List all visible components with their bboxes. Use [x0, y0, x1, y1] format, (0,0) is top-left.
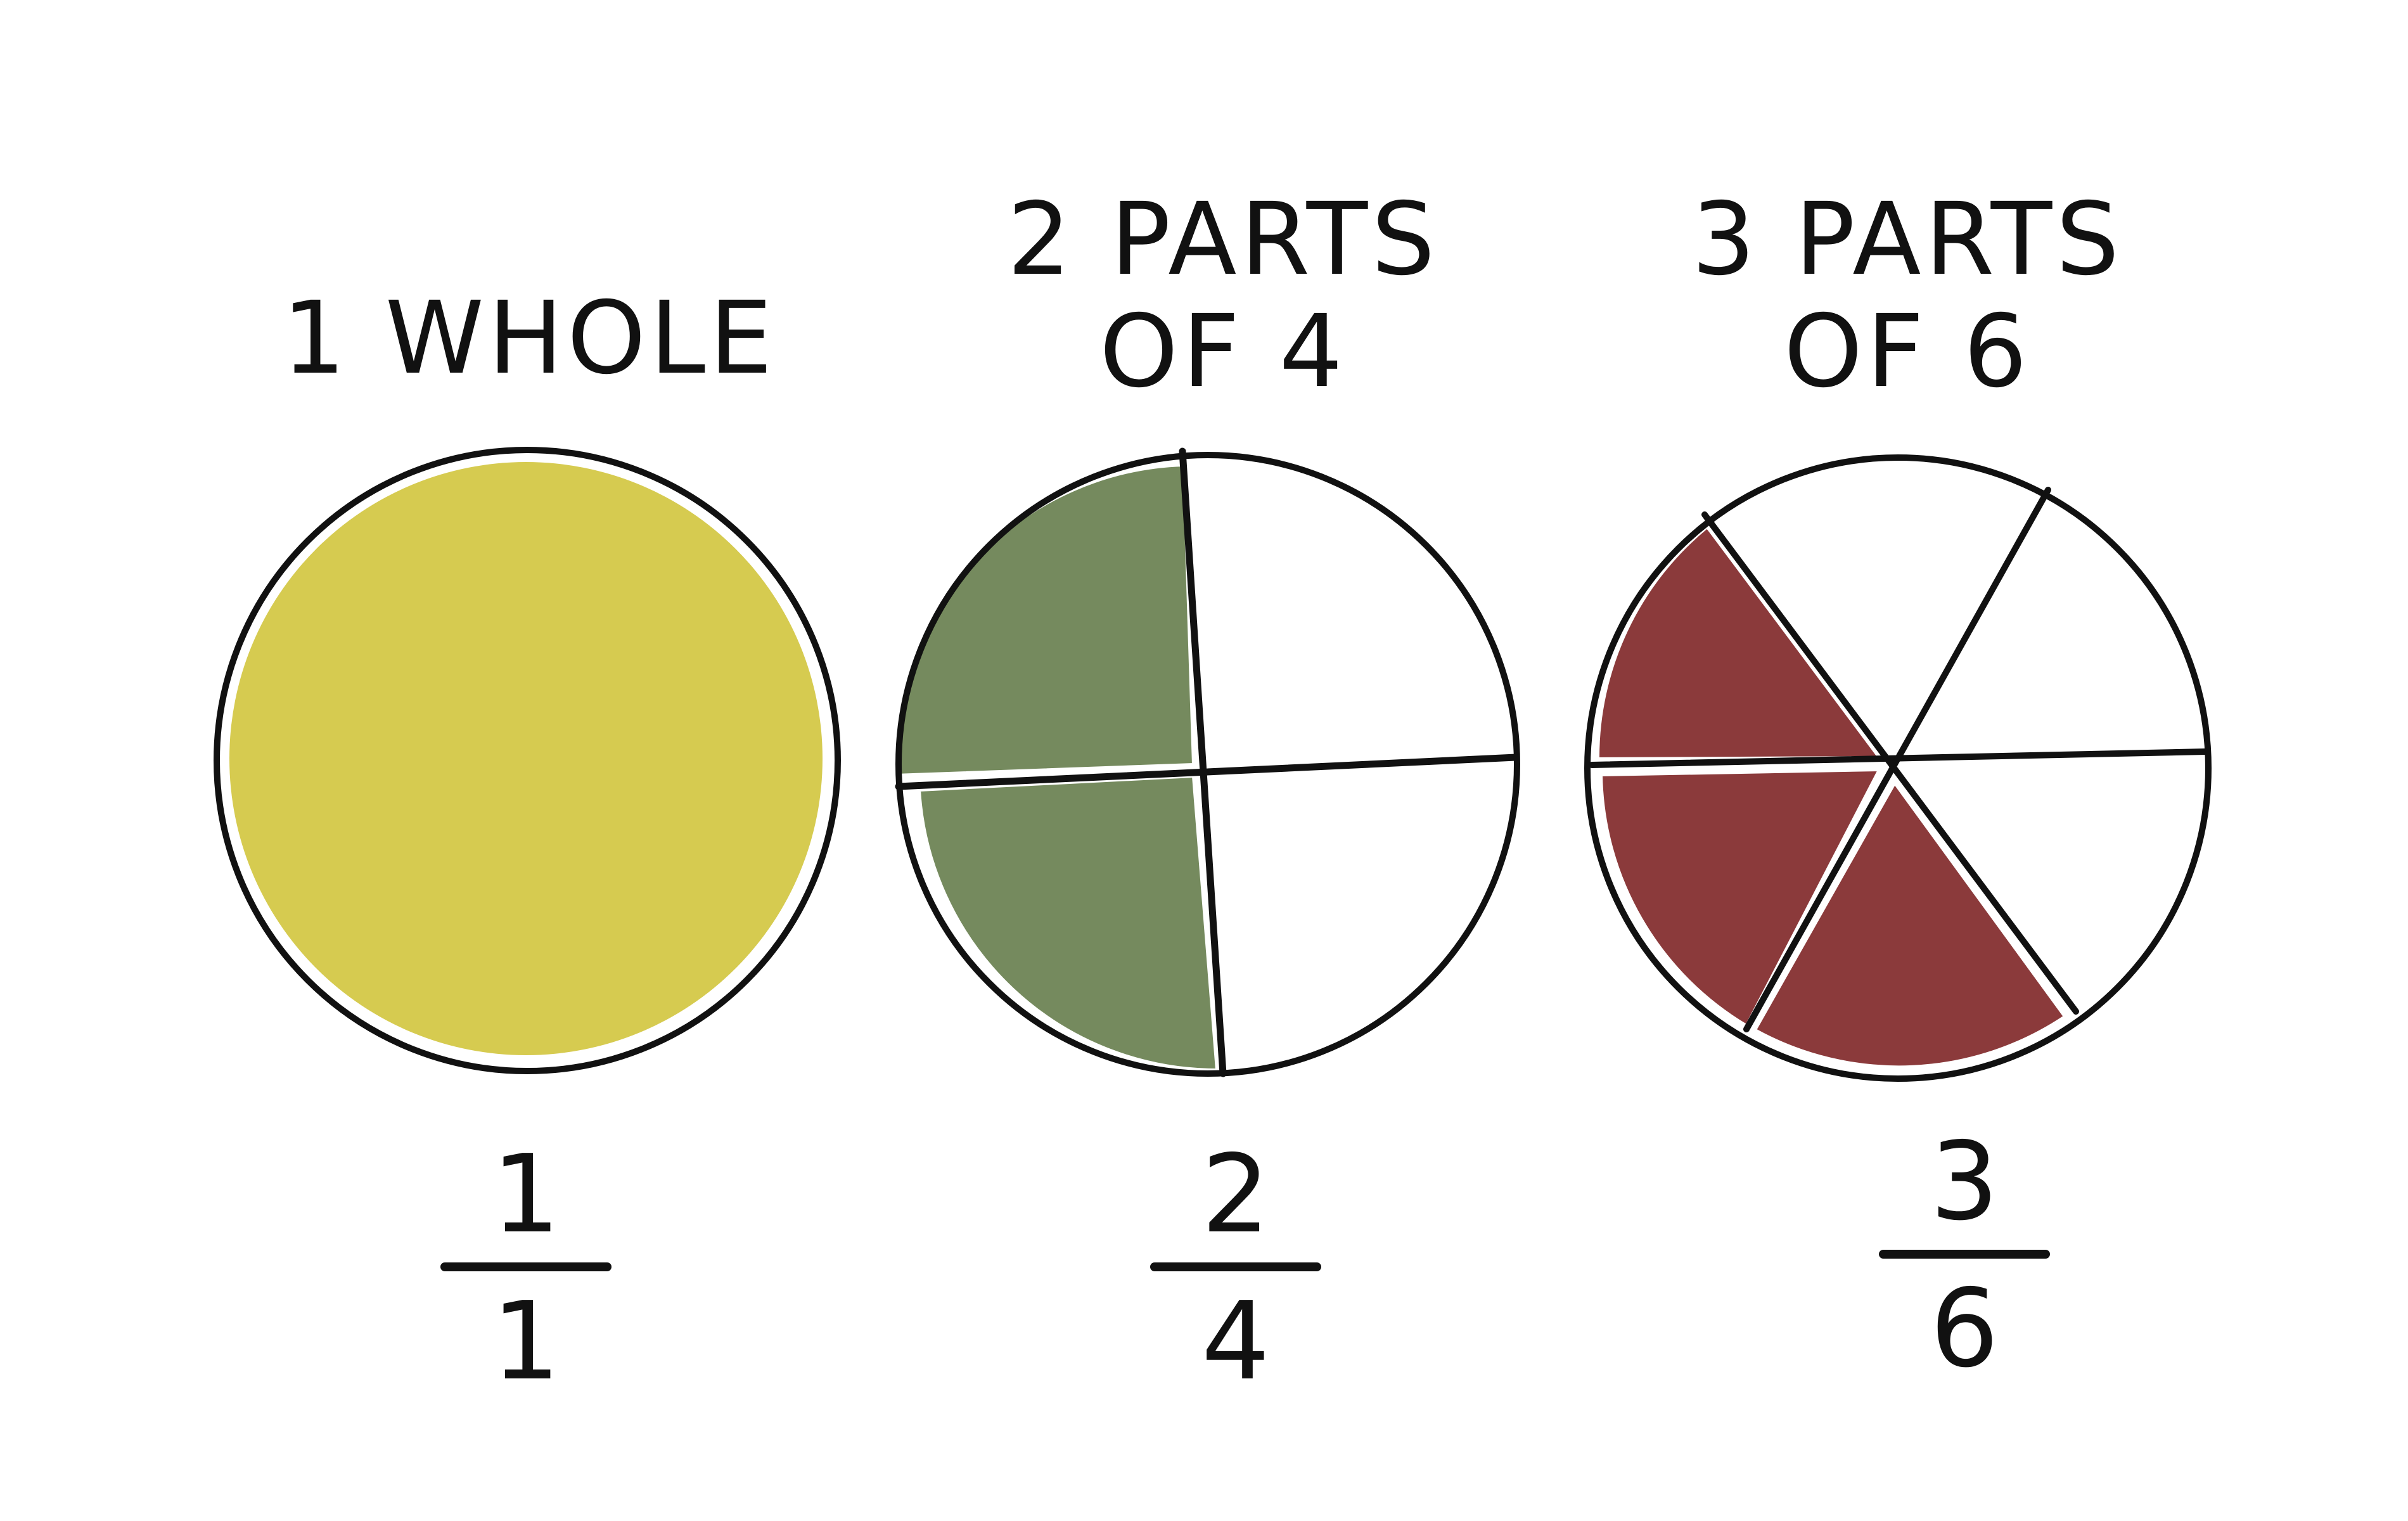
circle-sixths: [1584, 454, 2212, 1082]
fraction-quarters-denominator: 4: [1201, 1279, 1271, 1404]
whole-fill: [229, 462, 823, 1055]
quarters-divider-horizontal: [895, 754, 1520, 790]
fraction-sixths-bar: [1879, 1250, 2050, 1259]
circle-quarters: [893, 447, 1520, 1077]
sixths-divider-falling: [1701, 511, 2079, 1015]
fraction-three-over-six: 3 6: [1876, 1128, 2053, 1383]
caption-three-parts-of-six: 3 PARTS OF 6: [1691, 181, 2123, 410]
sixths-divider-rising: [1743, 487, 2051, 1032]
fraction-two-over-four: 2 4: [1147, 1141, 1324, 1396]
quarters-outline: [895, 452, 1520, 1077]
fraction-quarters-bar: [1150, 1262, 1321, 1271]
fraction-whole-bar: [440, 1262, 612, 1271]
sixth-shaded-lower-left: [1599, 768, 1881, 1027]
quarter-shaded-bottom-left: [918, 774, 1219, 1072]
quarters-divider-vertical: [1179, 447, 1227, 1077]
fraction-sixths-numerator: 3: [1930, 1119, 1999, 1245]
fraction-whole-denominator: 1: [491, 1279, 561, 1404]
sixth-shaded-upper-left: [1596, 525, 1881, 760]
fraction-one-over-one: 1 1: [437, 1141, 615, 1396]
circle-whole: [214, 447, 841, 1074]
quarter-shaded-top-left: [893, 463, 1195, 777]
whole-outline: [214, 447, 841, 1074]
sixths-outline: [1584, 454, 2212, 1082]
fraction-sixths-denominator: 6: [1930, 1266, 1999, 1392]
fraction-whole-numerator: 1: [491, 1132, 561, 1257]
caption-two-parts-of-four: 2 PARTS OF 4: [1007, 181, 1439, 410]
caption-one-whole: 1 WHOLE: [281, 280, 776, 397]
sixth-shaded-bottom: [1753, 781, 2066, 1069]
fraction-quarters-numerator: 2: [1201, 1132, 1271, 1257]
